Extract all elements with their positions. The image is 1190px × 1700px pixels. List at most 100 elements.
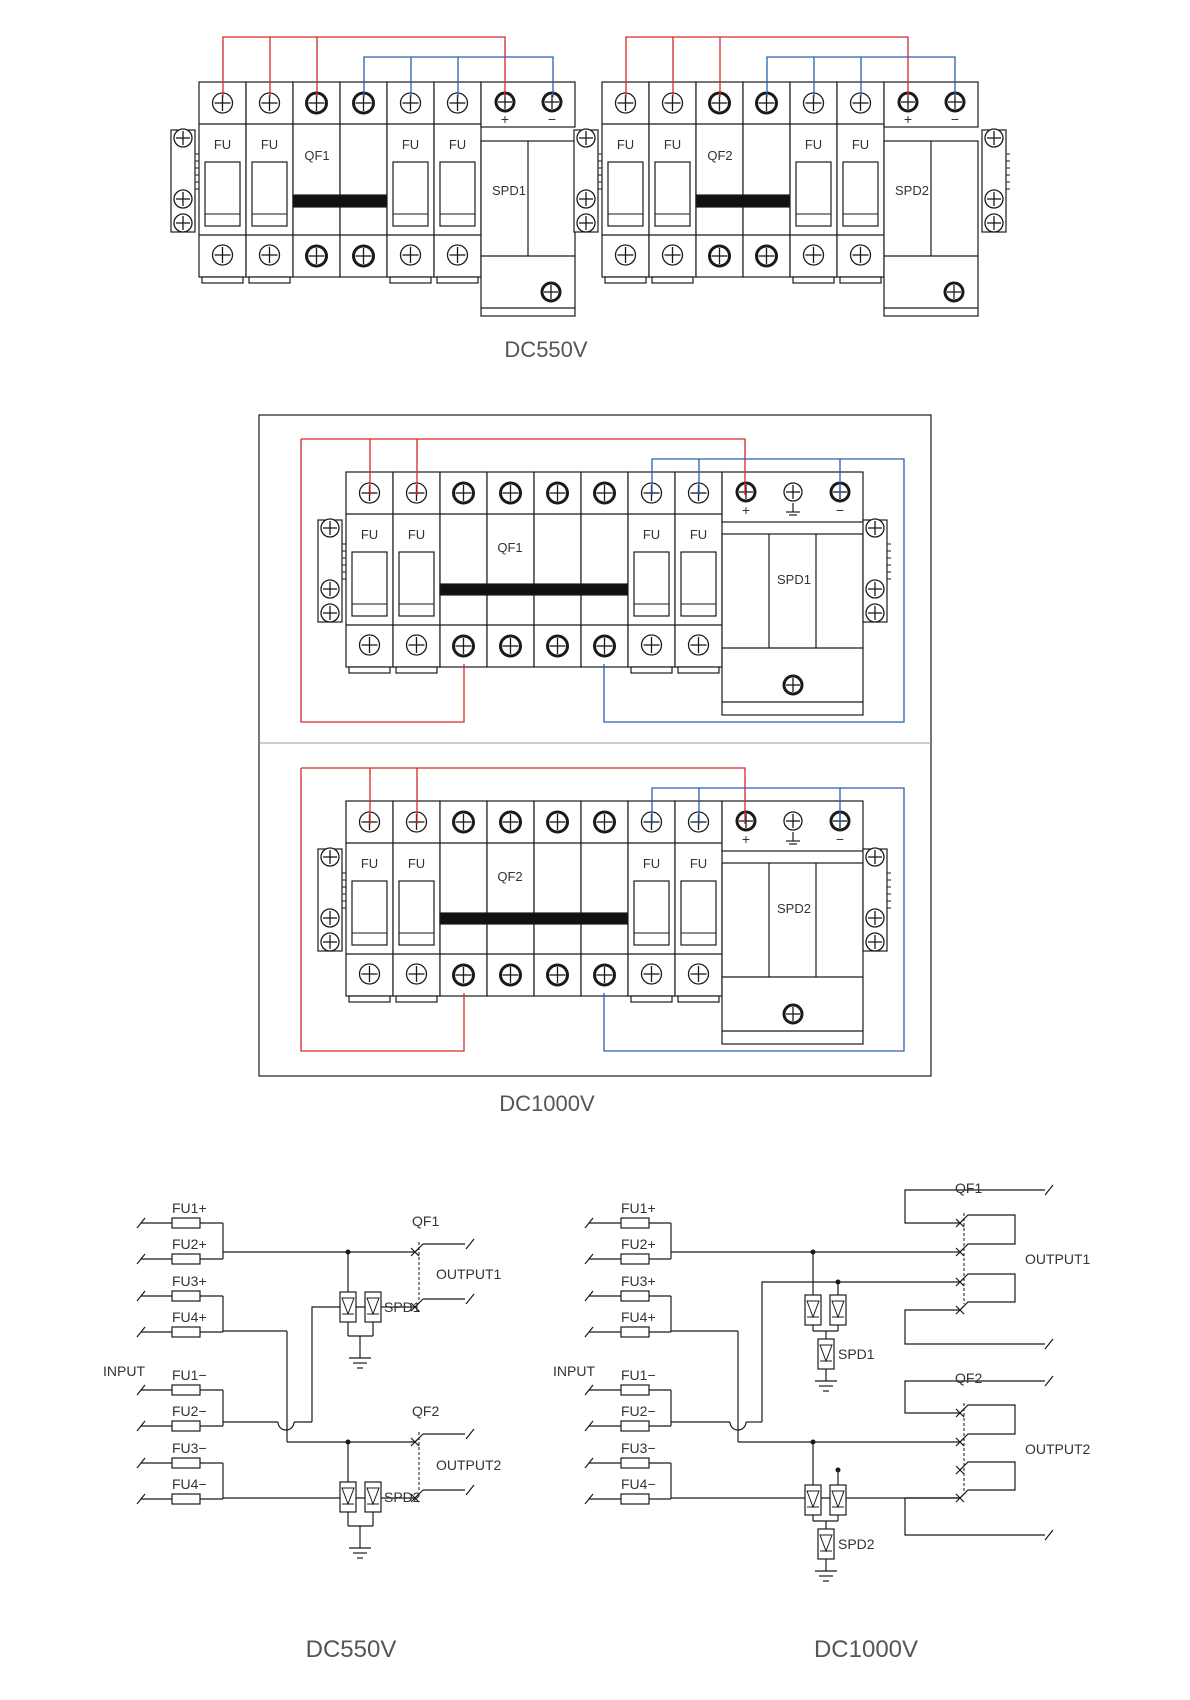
fuse-label: FU xyxy=(361,856,378,871)
screw-terminal-icon xyxy=(452,634,475,658)
fuse-holder-module: FU xyxy=(674,471,723,674)
breaker-pole xyxy=(742,81,791,278)
wire xyxy=(959,1273,1016,1311)
plus-sign: + xyxy=(904,111,912,127)
breaker-pole xyxy=(695,81,744,278)
end-clamp xyxy=(317,518,346,623)
breaker-pole xyxy=(439,800,488,997)
screw-terminal-icon xyxy=(984,213,1004,233)
fuse-symbol xyxy=(171,1326,201,1338)
screw-terminal-icon xyxy=(352,244,375,268)
screw-terminal-icon xyxy=(687,634,710,656)
screw-terminal-icon xyxy=(452,481,475,505)
screw-terminal-icon xyxy=(783,482,803,502)
screw-terminal-icon xyxy=(211,92,234,114)
fuse-symbol xyxy=(171,1217,201,1229)
diode-triangle xyxy=(806,1300,820,1319)
negative-wire xyxy=(651,787,841,824)
base-foot xyxy=(395,995,438,1003)
base-foot xyxy=(348,666,391,674)
screw-terminal-icon xyxy=(358,963,381,985)
screw-terminal-icon xyxy=(576,128,596,148)
fuse-label: FU2− xyxy=(621,1403,656,1419)
base-foot xyxy=(436,276,479,284)
spd-symbol xyxy=(804,1294,822,1326)
base-foot xyxy=(630,666,673,674)
fuse-carrier-window xyxy=(392,161,429,227)
junction-dot xyxy=(810,1439,816,1445)
screw-terminal-icon xyxy=(614,244,637,266)
fuse-carrier-window xyxy=(654,161,691,227)
fuse-label: FU xyxy=(664,137,681,152)
fuse-label: FU xyxy=(361,527,378,542)
fuse-label: FU2− xyxy=(172,1403,207,1419)
screw-terminal-icon xyxy=(546,963,569,987)
diode-triangle xyxy=(831,1490,845,1509)
screw-terminal-icon xyxy=(802,92,825,114)
fuse-holder-module: FU xyxy=(674,800,723,1003)
negative-wire xyxy=(603,787,905,1052)
fuse-symbol xyxy=(171,1493,201,1505)
screw-terminal-icon xyxy=(661,244,684,266)
spd-label: SPD1 xyxy=(777,572,811,587)
fuse-label: FU3+ xyxy=(621,1273,656,1289)
screw-terminal-icon xyxy=(984,128,1004,148)
spd-symbol xyxy=(364,1481,382,1513)
screw-terminal-icon xyxy=(802,244,825,266)
fuse-label: FU xyxy=(805,137,822,152)
minus-sign: − xyxy=(836,831,844,847)
breaker-pole xyxy=(580,471,629,668)
fuse-label: FU xyxy=(214,137,231,152)
fuse-label: FU xyxy=(690,527,707,542)
screw-terminal-icon xyxy=(320,603,340,623)
fuse-label: FU xyxy=(408,527,425,542)
diode-triangle xyxy=(831,1300,845,1319)
breaker-label: QF2 xyxy=(955,1370,982,1386)
fuse-label: FU1+ xyxy=(172,1200,207,1216)
plus-sign: + xyxy=(501,111,509,127)
input-label: INPUT xyxy=(103,1363,145,1379)
spd-symbol xyxy=(339,1481,357,1513)
fuse-holder-module: FU xyxy=(601,81,650,284)
output-label: OUTPUT2 xyxy=(1025,1441,1091,1457)
end-clamp xyxy=(862,847,891,952)
junction-dot xyxy=(810,1249,816,1255)
fuse-holder-module: FU xyxy=(648,81,697,284)
breaker-pole xyxy=(533,800,582,997)
fuse-label: FU4− xyxy=(172,1476,207,1492)
spd-symbol xyxy=(829,1294,847,1326)
negative-wire xyxy=(651,458,841,495)
spd-label: SPD1 xyxy=(384,1299,421,1315)
end-clamp xyxy=(573,128,602,233)
spd-label: SPD2 xyxy=(838,1536,875,1552)
positive-wire xyxy=(300,439,465,723)
base-foot xyxy=(677,995,720,1003)
screw-terminal-icon xyxy=(782,674,804,696)
fuse-label: FU xyxy=(690,856,707,871)
fuse-holder-module: FU xyxy=(627,800,676,1003)
screw-terminal-icon xyxy=(755,244,778,268)
screw-terminal-icon xyxy=(258,92,281,114)
fuse-carrier-window xyxy=(439,161,476,227)
screw-terminal-icon xyxy=(735,481,757,503)
diode-triangle xyxy=(366,1487,380,1506)
diode-triangle xyxy=(341,1297,355,1316)
terminal-slash xyxy=(465,1238,475,1250)
screw-terminal-icon xyxy=(320,908,340,928)
screw-terminal-icon xyxy=(865,932,885,952)
screw-terminal-icon xyxy=(540,281,562,303)
output-label: OUTPUT2 xyxy=(436,1457,502,1473)
fuse-holder-module: FU xyxy=(433,81,482,284)
fuse-label: FU1− xyxy=(621,1367,656,1383)
screw-terminal-icon xyxy=(708,91,731,115)
breaker-label: QF2 xyxy=(412,1403,439,1419)
screw-terminal-icon xyxy=(546,810,569,834)
diode-triangle xyxy=(341,1487,355,1506)
breaker-label: QF1 xyxy=(304,148,329,163)
fuse-carrier-window xyxy=(795,161,832,227)
fuse-carrier-window xyxy=(607,161,644,227)
fuse-holder-module: FU xyxy=(245,81,294,284)
ground-icon xyxy=(786,503,800,516)
terminal-slash xyxy=(1044,1529,1054,1541)
